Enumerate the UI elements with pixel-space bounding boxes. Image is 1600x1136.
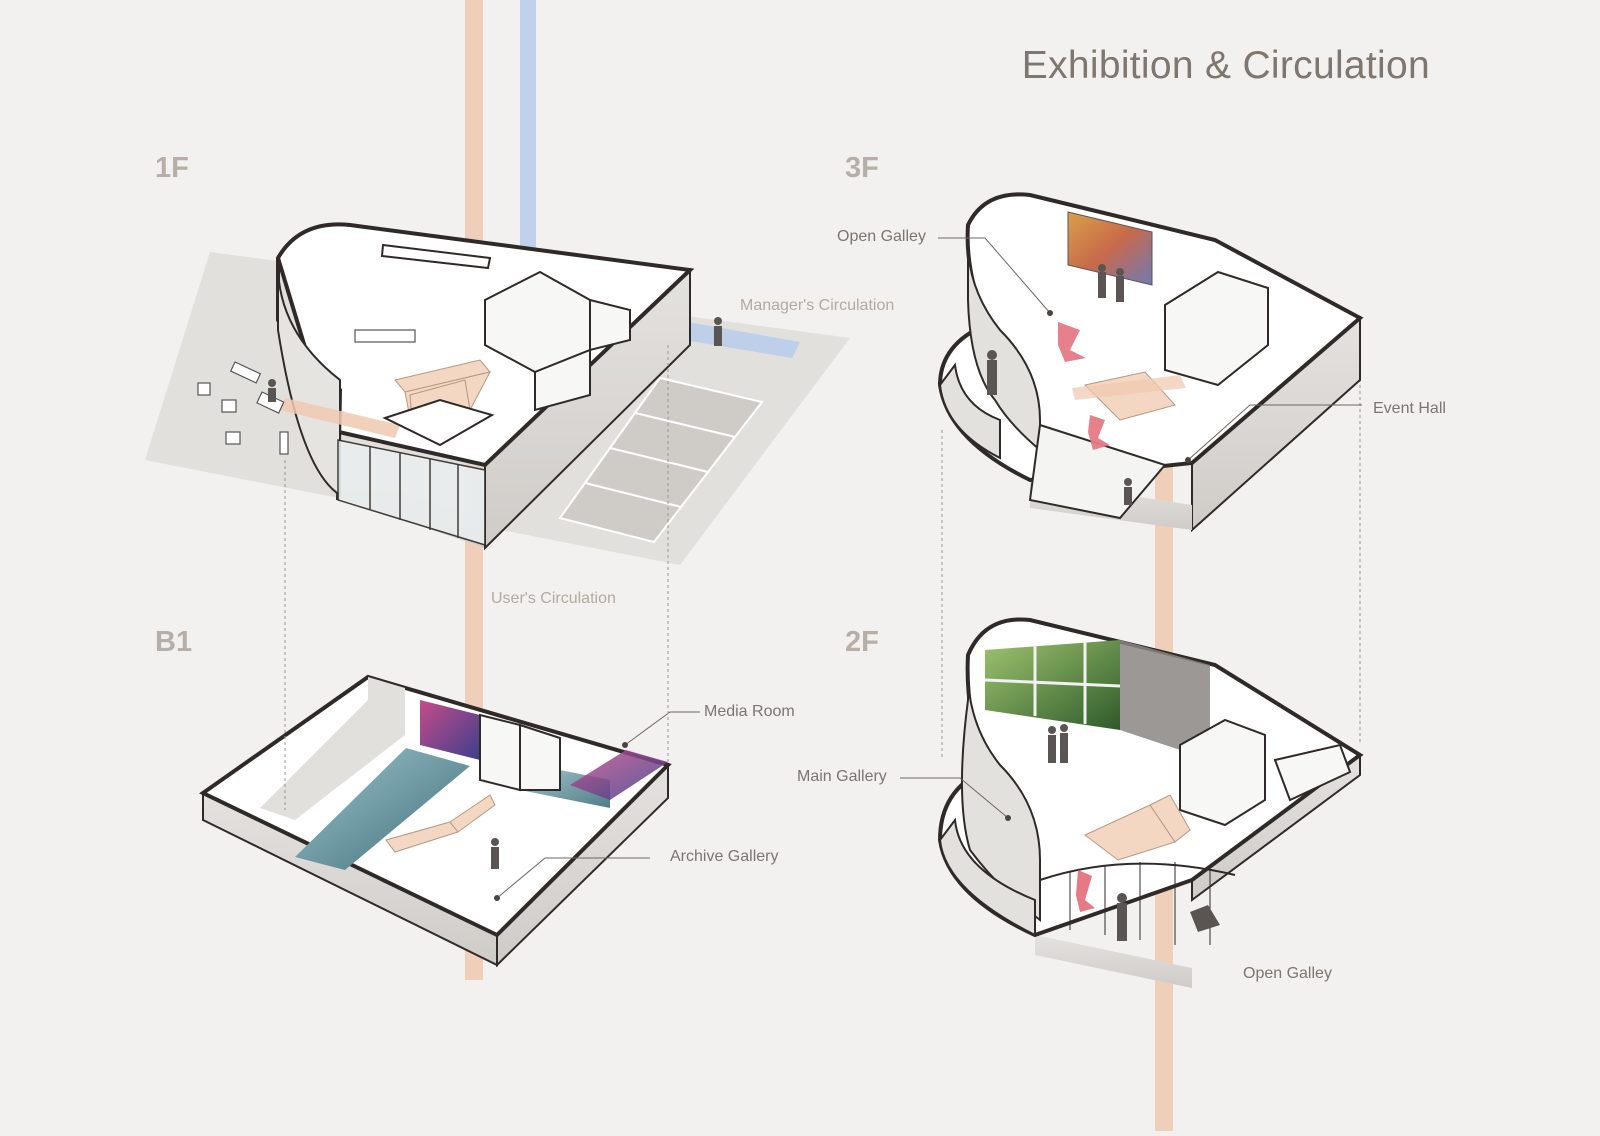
- managers-circulation-label: Manager's Circulation: [740, 297, 895, 314]
- 2f-glazing-mullions: [1069, 862, 1211, 945]
- floor-label-1f: 1F: [155, 152, 189, 184]
- b1-left-wall-interior: [260, 677, 405, 820]
- 2f-rooms: [1179, 718, 1352, 827]
- 3f-curved-wall-face: [966, 227, 1041, 453]
- open-galley-label-2f: Open Galley: [1243, 965, 1332, 982]
- 2f-dark-sculpture: [1190, 905, 1220, 932]
- users-circulation-label: User's Circulation: [491, 590, 616, 607]
- 2f-stair: [1084, 794, 1191, 861]
- b1-person: [491, 838, 499, 869]
- b1-media-room-dot: [622, 742, 628, 748]
- floor-2f-drawing: [900, 617, 1364, 988]
- 2f-grey-wall: [1120, 640, 1210, 760]
- 2f-people: [1048, 724, 1127, 941]
- 1f-users-circulation-floor: [280, 398, 400, 438]
- 3f-people: [987, 264, 1132, 505]
- event-hall-label: Event Hall: [1373, 400, 1446, 417]
- managers-circulation-path: [660, 318, 800, 358]
- 2f-section-wall-front: [1035, 935, 1192, 988]
- 1f-people: [268, 317, 722, 402]
- main-gallery-label: Main Gallery: [797, 768, 887, 785]
- 3f-leader-lines: [938, 237, 1362, 461]
- open-galley-label-3f: Open Galley: [837, 228, 926, 245]
- 2f-main-gallery-dot: [1005, 815, 1011, 821]
- 3f-curved-wall-lower: [938, 362, 1001, 460]
- managers-circulation-shaft: [520, 0, 536, 300]
- b1-leader-lines: [496, 711, 700, 899]
- floor-3f-drawing: [937, 192, 1364, 533]
- floor-label-2f: 2F: [845, 626, 879, 658]
- 3f-sculptures: [1058, 322, 1110, 450]
- 1f-rooms: [484, 270, 631, 412]
- 3f-open-galley-dot: [1047, 310, 1053, 316]
- page-title: Exhibition & Circulation: [1021, 44, 1430, 87]
- media-room-label: Media Room: [704, 703, 795, 720]
- b1-archive-dot: [494, 895, 500, 901]
- 2f-leader-lines: [900, 777, 1009, 819]
- floor-label-b1: B1: [155, 626, 193, 658]
- 1f-void: [382, 398, 495, 447]
- 2f-curved-wall-lower: [938, 817, 1036, 937]
- 3f-event-hall-dot: [1185, 457, 1191, 463]
- floor-label-3f: 3F: [845, 152, 879, 184]
- 3f-event-hall-room: [1164, 270, 1269, 387]
- 3f-artwork-painting: [1067, 211, 1153, 286]
- 2f-sculptures: [1076, 870, 1095, 912]
- b1-media-room-wall: [570, 750, 668, 800]
- floor-1f-drawing: [145, 222, 850, 565]
- b1-partitions: [479, 713, 561, 792]
- 1f-glazing: [337, 439, 486, 547]
- b1-stair: [385, 794, 496, 853]
- parking-grid: [558, 376, 764, 544]
- floor-b1-drawing: [199, 674, 700, 968]
- 2f-curved-wall-face: [960, 654, 1041, 923]
- 3f-users-circulation-floor: [1072, 375, 1186, 400]
- 1f-furniture: [197, 329, 416, 455]
- b1-media-wall-purple: [420, 700, 480, 760]
- b1-media-wall-ocean: [295, 748, 470, 870]
- 1f-skylight: [380, 243, 492, 270]
- archive-gallery-label: Archive Gallery: [670, 848, 779, 865]
- projection-lines: [284, 325, 1361, 810]
- 2f-media-wall-grid: [984, 642, 1121, 724]
